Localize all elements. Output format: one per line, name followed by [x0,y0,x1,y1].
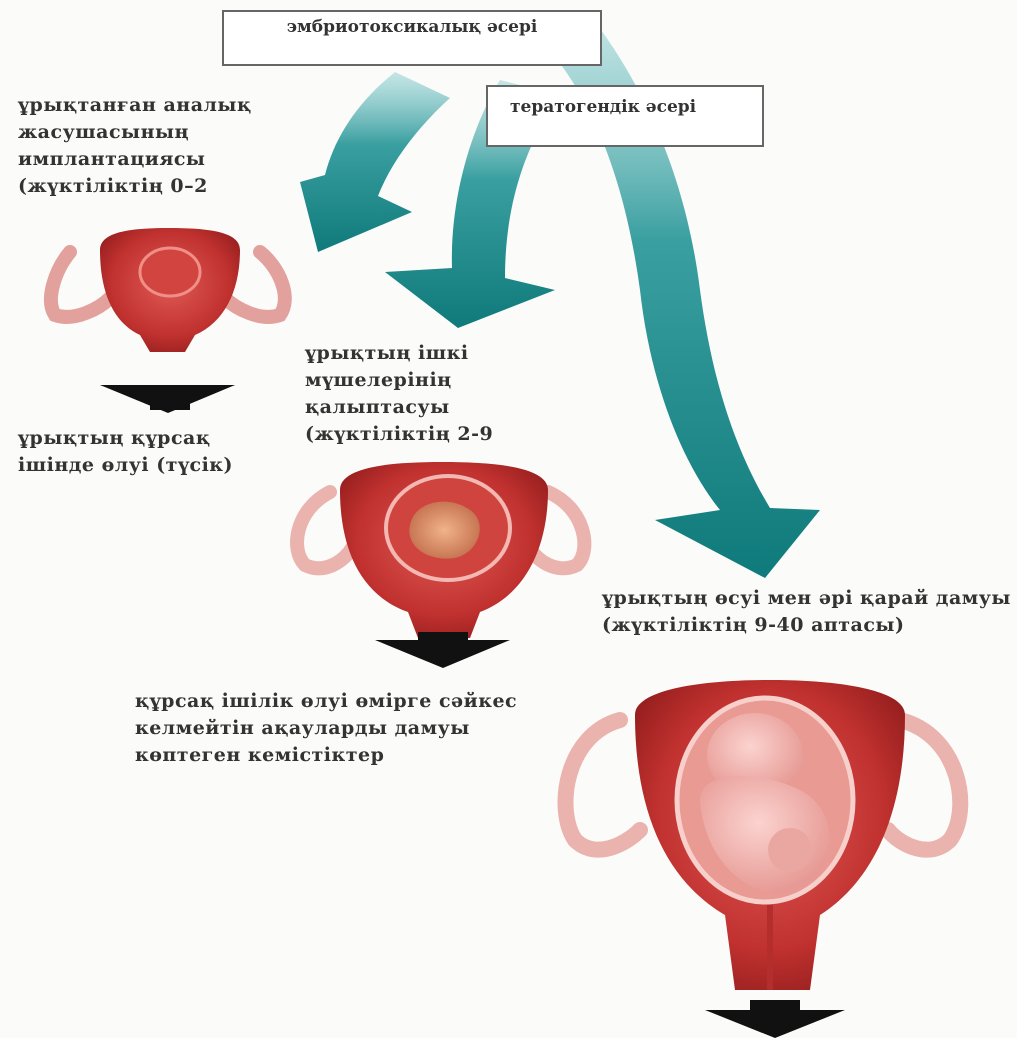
teratogenic-effect-label: тератогендік әсері [510,97,696,117]
outcome2-label: құрсақ ішілік өлуі өмірге сәйкес келмейт… [135,688,555,769]
embryotoxic-effect-box: эмбриотоксикалық әсері [222,10,602,66]
teratogenic-effect-box: тератогендік әсері [486,85,764,147]
stage1-label: ұрықтанған аналық жасушасының имплантаци… [18,92,318,200]
embryotoxic-effect-label: эмбриотоксикалық әсері [287,17,538,37]
stage3-label: ұрықтың өсуі мен әрі қарай дамуы (жүктіл… [602,585,1012,639]
stage2-label: ұрықтың ішкі мүшелерінің қалыптасуы (жүк… [305,340,555,448]
outcome1-label: ұрықтың құрсақ ішінде өлуі (түсік) [18,425,288,479]
